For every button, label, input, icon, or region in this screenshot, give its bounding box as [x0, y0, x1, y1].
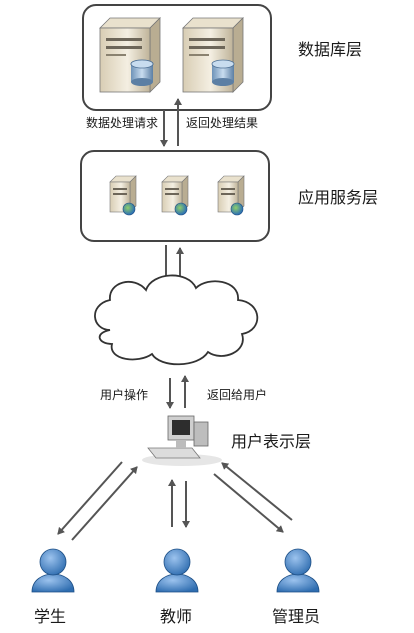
- app-server-icon: [217, 175, 245, 216]
- computer-icon: [142, 415, 222, 466]
- db-return-label: 返回处理结果: [186, 116, 259, 130]
- database-layer-label: 数据库层: [298, 40, 363, 59]
- user-icon: [31, 548, 75, 593]
- app-server-icon: [161, 175, 189, 216]
- app-server-icon: [109, 175, 137, 216]
- app-server-layer-label: 应用服务层: [298, 188, 379, 207]
- user-icon: [276, 548, 320, 593]
- app-to-admin-arrow: [213, 473, 284, 533]
- user-icon: [155, 548, 199, 593]
- student-label: 学生: [34, 607, 67, 626]
- database-server-icon: [182, 17, 244, 93]
- database-server-icon: [99, 17, 161, 93]
- app-to-student-arrow: [57, 461, 123, 535]
- admin-label: 管理员: [272, 607, 321, 626]
- cloud-icon: [94, 274, 259, 366]
- presentation-layer-label: 用户表示层: [231, 432, 312, 451]
- admin-to-app-arrow: [221, 462, 293, 521]
- db-request-label: 数据处理请求: [86, 116, 159, 130]
- return-user-label: 返回给用户: [207, 388, 268, 402]
- user-op-label: 用户操作: [100, 388, 149, 402]
- student-to-app-arrow: [71, 466, 138, 541]
- teacher-label: 教师: [160, 607, 193, 626]
